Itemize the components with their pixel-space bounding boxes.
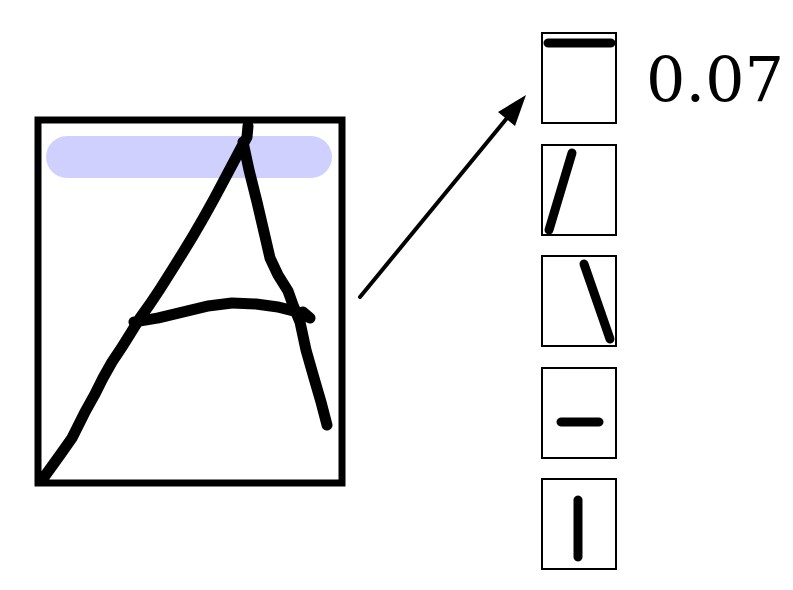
- letter-crossbar: [128, 297, 316, 328]
- arrow-shaft: [358, 110, 514, 299]
- primitive-box-5: [541, 478, 617, 570]
- backslash-icon: [579, 259, 615, 344]
- forward-slash-icon: [544, 148, 577, 235]
- primitive-box-2: [541, 144, 617, 236]
- primitive-box-1: [541, 32, 617, 124]
- highlight-band: [46, 136, 332, 178]
- letter-stroke-right: [237, 136, 333, 431]
- primitive-box-3: [541, 255, 617, 347]
- primitive-column: [541, 32, 617, 570]
- score-label: 0.07: [646, 43, 784, 116]
- handwritten-letter: [36, 120, 333, 486]
- arrow-head-icon: [498, 95, 526, 126]
- letter-stroke-left: [36, 120, 254, 486]
- primitive-box-4: [541, 367, 617, 459]
- pointer-arrow: [358, 95, 526, 299]
- letter-frame: [34, 116, 346, 487]
